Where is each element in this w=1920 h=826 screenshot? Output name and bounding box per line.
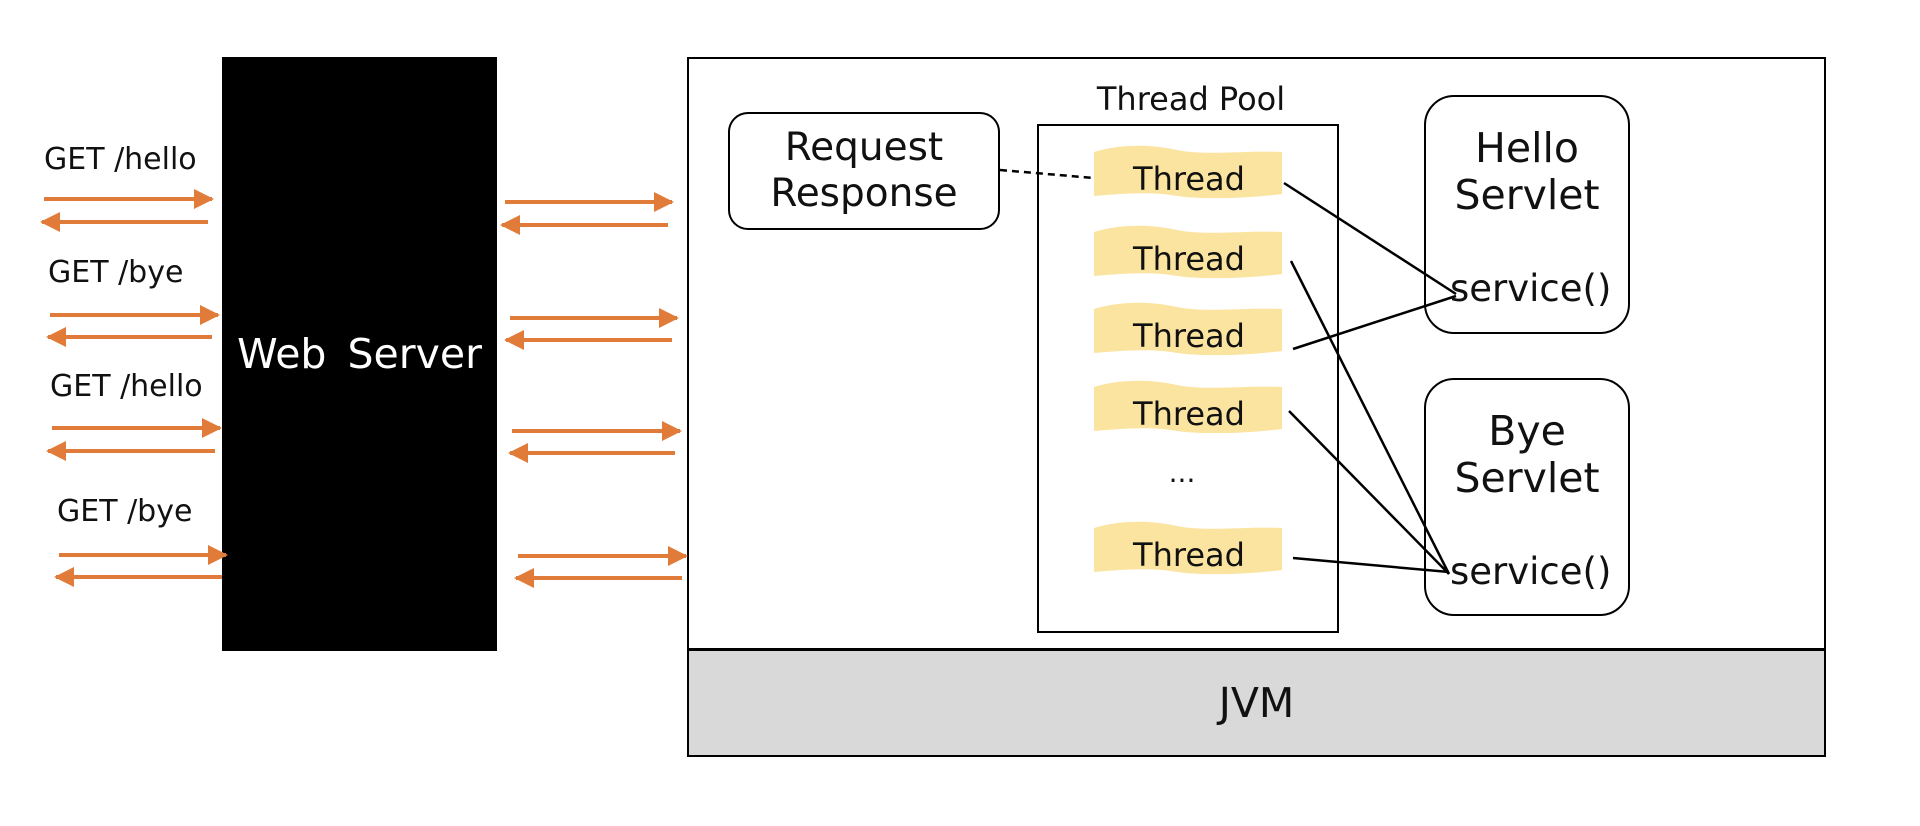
web-server-block: Web Server: [222, 57, 497, 651]
thread-shape-4: [1094, 380, 1282, 434]
jvm-label: JVM: [1218, 679, 1295, 727]
connector-thread-4-bye: [1288, 410, 1450, 575]
hello-servlet-title-line1: Hello: [1475, 124, 1579, 172]
bye-servlet-title-line1: Bye: [1488, 407, 1566, 455]
hello-service-method: service(): [1450, 267, 1612, 310]
request-label-4: GET /bye: [57, 494, 193, 529]
thread-shape-5: [1094, 521, 1282, 575]
thread-shape-3: [1094, 302, 1282, 356]
jvm-block: JVM: [687, 649, 1826, 757]
server-arrows: [500, 192, 688, 588]
response-label: Response: [770, 171, 958, 216]
thread-label-1: Thread: [1133, 160, 1245, 198]
thread-pool-box: [1037, 124, 1339, 633]
thread-label-5: Thread: [1133, 536, 1245, 574]
bye-service-method: service(): [1450, 550, 1612, 593]
connector-thread-1-hello: [1283, 181, 1457, 296]
thread-shape-2: [1094, 225, 1282, 279]
web-server-label: Web Server: [237, 330, 482, 378]
connector-thread-2-bye: [1289, 260, 1451, 575]
thread-shapes: [1094, 145, 1282, 575]
request-label: Request: [784, 124, 944, 170]
connector-thread-3-hello: [1292, 294, 1457, 351]
hello-servlet-title-line2: Servlet: [1454, 171, 1600, 220]
request-label-3: GET /hello: [50, 369, 203, 404]
thread-label-2: Thread: [1133, 240, 1245, 278]
thread-label-4: Thread: [1133, 395, 1245, 433]
thread-pool-title: Thread Pool: [1096, 80, 1286, 118]
hello-servlet-box: Hello Servlet service(): [1424, 95, 1630, 334]
bye-servlet-box: Bye Servlet service(): [1424, 378, 1630, 616]
client-arrows: [40, 189, 228, 587]
bye-servlet-title-line2: Servlet: [1454, 454, 1600, 503]
request-thread-dashed-link: [999, 168, 1095, 180]
thread-shape-1: [1094, 145, 1282, 199]
connector-thread-5-bye: [1292, 556, 1450, 574]
request-response-box: Request Response: [728, 112, 1000, 230]
request-label-2: GET /bye: [48, 255, 184, 290]
request-label-1: GET /hello: [44, 142, 197, 177]
thread-connectors: [1283, 181, 1457, 575]
thread-label-3: Thread: [1133, 317, 1245, 355]
thread-ellipsis: ...: [1168, 456, 1196, 489]
